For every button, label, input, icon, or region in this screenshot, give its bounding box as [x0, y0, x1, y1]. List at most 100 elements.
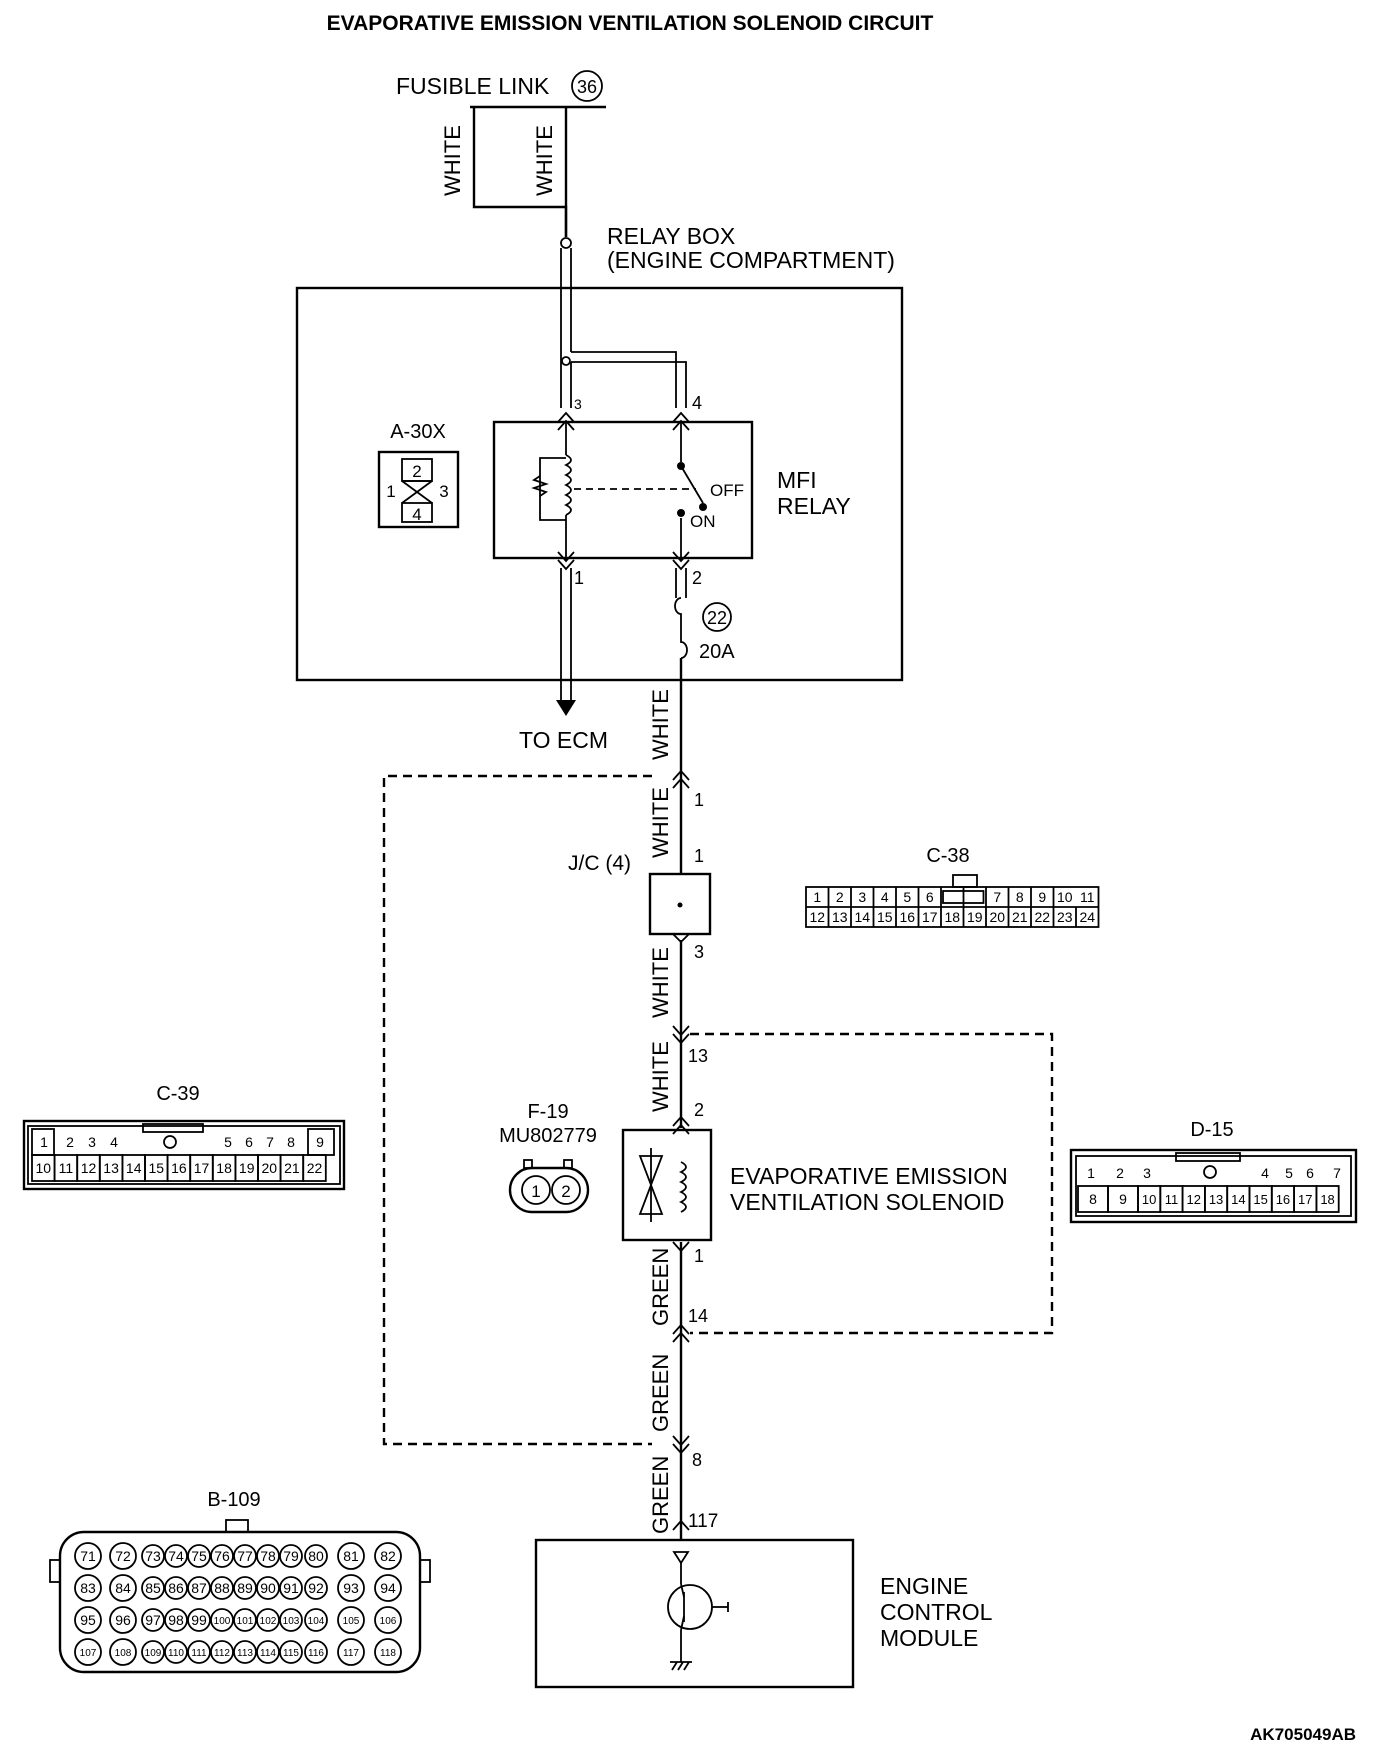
connector-pin: 9	[1038, 889, 1046, 905]
relay-terminal-3: 3	[574, 396, 582, 412]
connector-pin: 5	[903, 889, 911, 905]
connector-pin: 17	[1298, 1192, 1312, 1207]
connector-pin: 9	[316, 1134, 324, 1150]
connector-pin: 1	[40, 1134, 48, 1150]
wire-label-green-3: GREEN	[648, 1456, 673, 1534]
connector-pin: 3	[1143, 1165, 1151, 1181]
connector-pin: 17	[922, 909, 938, 925]
solenoid-label-1: EVAPORATIVE EMISSION	[730, 1163, 1008, 1189]
connector-pin: 8	[1016, 889, 1024, 905]
solenoid-pin-1: 1	[694, 1246, 704, 1266]
connector-pin: 13	[832, 909, 848, 925]
relay-switch-symbol	[677, 462, 707, 517]
mfi-relay-label-2: RELAY	[777, 493, 851, 519]
harness-pin-8: 8	[692, 1450, 702, 1470]
harness-boundary-inner	[690, 1032, 1054, 1335]
relay-terminal-2: 2	[692, 568, 702, 588]
connector-pin: 8	[287, 1134, 295, 1150]
harness-pin-14: 14	[688, 1306, 708, 1326]
mfi-relay-body	[492, 420, 754, 560]
connector-pin: 106	[380, 1616, 397, 1627]
connector-pin: 2	[1116, 1165, 1124, 1181]
switch-off-label: OFF	[710, 481, 744, 500]
connector-pin: 108	[115, 1648, 132, 1659]
connector-pin: 77	[237, 1548, 253, 1564]
connector-pin: 4	[1261, 1165, 1269, 1181]
connector-pin: 117	[343, 1648, 359, 1659]
connector-pin: 16	[171, 1160, 187, 1176]
connector-pin: 85	[145, 1580, 161, 1596]
switch-on-label: ON	[690, 512, 716, 531]
connector-pin: 6	[245, 1134, 253, 1150]
jc-out-pin: 3	[694, 942, 704, 962]
connector-pin: 99	[191, 1612, 207, 1628]
connector-pin: 97	[145, 1612, 161, 1628]
solenoid-pin-2: 2	[694, 1100, 704, 1120]
wire-label-white-6: WHITE	[648, 1041, 673, 1112]
connector-pin: 15	[877, 909, 893, 925]
mfi-relay-label-1: MFI	[777, 467, 817, 493]
wire-label-white-3: WHITE	[648, 689, 673, 760]
connector-pin: 16	[899, 909, 915, 925]
connector-pin: 23	[1057, 909, 1073, 925]
to-ecm-label: TO ECM	[519, 727, 608, 753]
ecm-transistor-symbol	[667, 1551, 729, 1671]
relay-terminal-4: 4	[692, 393, 702, 413]
splice-point	[560, 237, 572, 249]
ecm-label-2: CONTROL	[880, 1599, 993, 1625]
connector-pin: 15	[149, 1160, 165, 1176]
connector-pin: 102	[260, 1616, 277, 1627]
svg-text:36: 36	[577, 77, 597, 97]
joint-connector	[648, 872, 712, 936]
connector-f19-face: 1 2	[508, 1159, 590, 1214]
figure-code: AK705049AB	[1250, 1725, 1356, 1744]
wire-label-white-2: WHITE	[532, 125, 557, 196]
ecm-pin-117: 117	[688, 1511, 718, 1532]
relay-terminal-1: 1	[574, 568, 584, 588]
connector-c39-label: C-39	[156, 1083, 199, 1105]
connector-pin: 11	[1080, 889, 1095, 905]
connector-pin: 10	[1057, 889, 1073, 905]
connector-pin: 13	[1209, 1192, 1223, 1207]
fuse-rating: 20A	[699, 641, 735, 663]
connector-pin: 75	[191, 1548, 207, 1564]
to-ecm-arrow	[556, 700, 576, 716]
wire-label-white-5: WHITE	[648, 947, 673, 1018]
connector-pin: 91	[283, 1580, 299, 1596]
connector-pin: 4	[110, 1134, 118, 1150]
wire-label-green-1: GREEN	[648, 1248, 673, 1326]
connector-pin: 113	[237, 1648, 253, 1659]
connector-pin: 101	[237, 1616, 254, 1627]
wire-label-green-2: GREEN	[648, 1354, 673, 1432]
relay-box-outline	[295, 286, 904, 682]
svg-text:1: 1	[386, 482, 395, 501]
connector-pin: 19	[967, 909, 983, 925]
connector-pin: 14	[126, 1160, 142, 1176]
connector-pin: 81	[343, 1548, 359, 1564]
connector-pin: 104	[308, 1616, 325, 1627]
solenoid-label-2: VENTILATION SOLENOID	[730, 1189, 1004, 1215]
svg-text:1: 1	[531, 1182, 540, 1201]
connector-pin: 109	[145, 1648, 162, 1659]
connector-pin: 84	[115, 1580, 131, 1596]
connector-a30x-label: A-30X	[390, 421, 446, 443]
connector-pin: 7	[1333, 1165, 1341, 1181]
connector-pin: 73	[145, 1548, 161, 1564]
connector-pin: 116	[308, 1648, 324, 1659]
connector-pin: 9	[1119, 1191, 1127, 1207]
connector-pin: 96	[115, 1612, 131, 1628]
harness-pin-13: 13	[688, 1046, 708, 1066]
svg-text:22: 22	[707, 608, 727, 628]
connector-pin: 5	[1285, 1165, 1293, 1181]
connector-pin: 79	[283, 1548, 299, 1564]
connector-pin: 12	[809, 909, 825, 925]
connector-f19-part-number: MU802779	[499, 1125, 597, 1147]
connector-pin: 74	[168, 1548, 184, 1564]
connector-pin: 78	[260, 1548, 276, 1564]
connector-pin: 80	[308, 1548, 324, 1564]
connector-pin: 3	[88, 1134, 96, 1150]
